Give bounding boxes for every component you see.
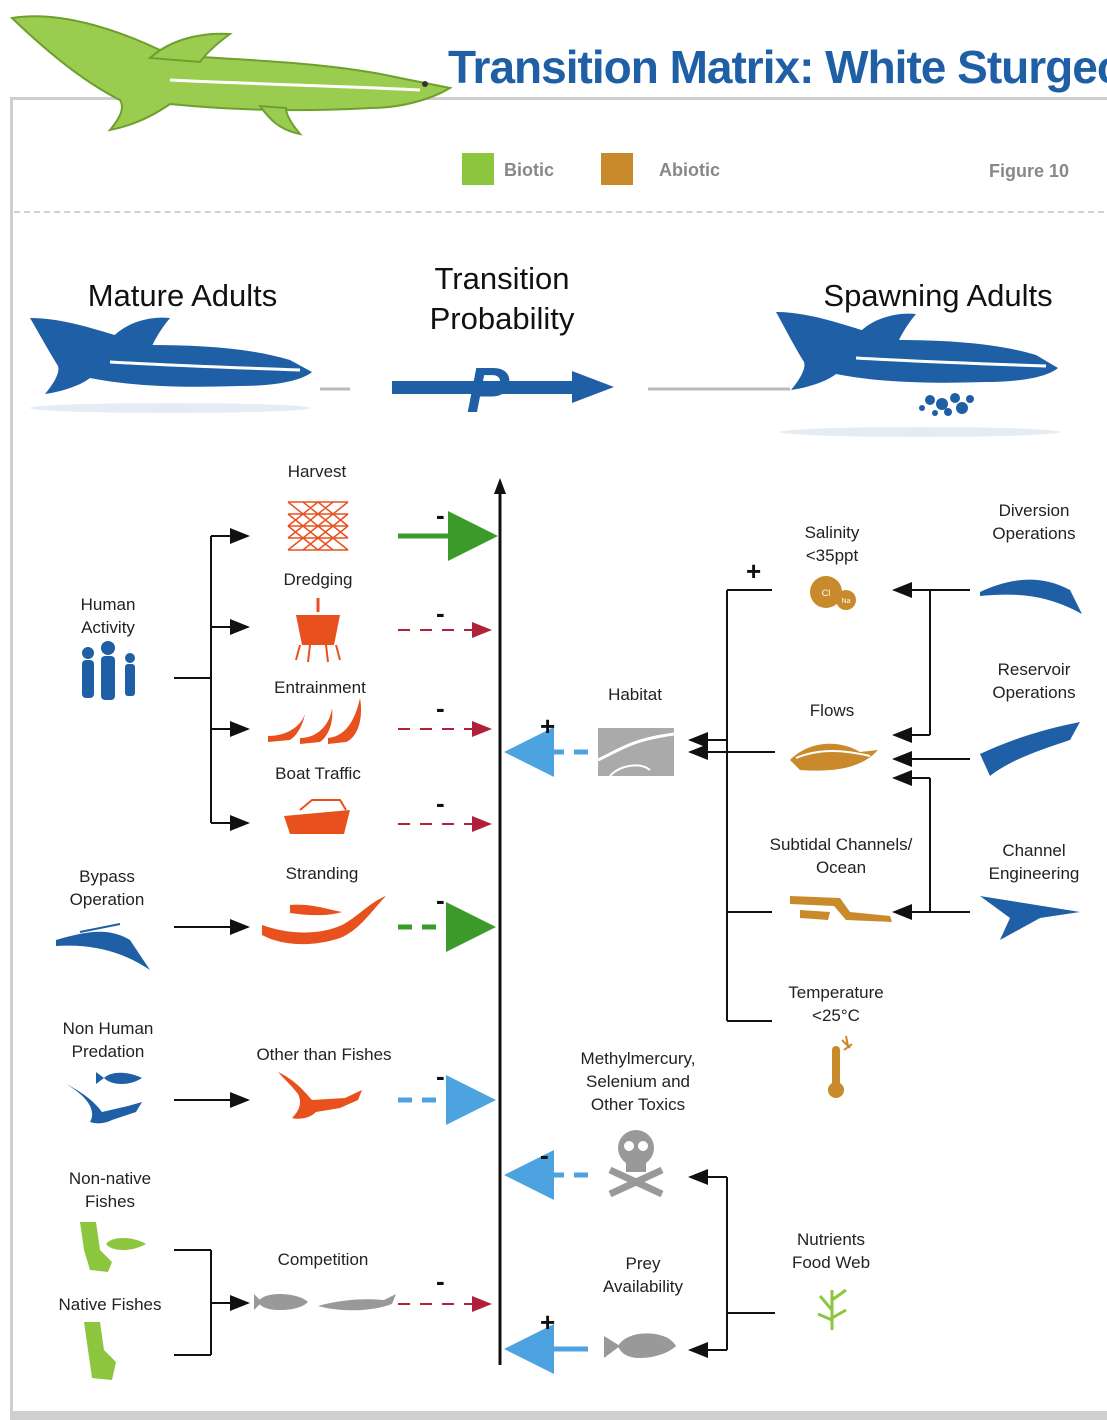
- other-than-fishes-label: Other than Fishes: [256, 1045, 392, 1064]
- habitat-map-icon: [597, 728, 675, 777]
- channel-engineering-label: Channel Engineering: [988, 841, 1080, 883]
- bird-icon: [278, 1072, 362, 1119]
- dredging-bucket-icon: [295, 598, 341, 663]
- page-title: Transition Matrix: White Sturgeon: [448, 41, 1107, 93]
- entrainment-label: Entrainment: [274, 678, 366, 697]
- toxics-sign: -: [540, 1140, 549, 1170]
- harvest-net-icon: [287, 501, 349, 551]
- competition-fish-icons: [254, 1294, 396, 1311]
- competition-sign: -: [436, 1266, 445, 1296]
- central-axis-arrowhead: [494, 478, 506, 494]
- native-fish-map-icon: [84, 1322, 116, 1380]
- bottom-rule: [10, 1411, 1107, 1420]
- human-activity-label: Human Activity: [80, 595, 136, 637]
- diversion-weir-icon: [980, 579, 1082, 614]
- harvest-sign: -: [436, 500, 445, 530]
- predator-bird-fish-icon: [66, 1072, 142, 1124]
- svg-text:Na: Na: [842, 598, 851, 605]
- prey-fish-icon: [604, 1333, 676, 1358]
- flows-icon: [790, 743, 878, 771]
- boat-traffic-sign: -: [436, 788, 445, 818]
- salinity-sign: +: [746, 556, 762, 586]
- stranding-label: Stranding: [285, 864, 359, 883]
- dredging-sign: -: [436, 598, 445, 628]
- non-native-fishes-label: Non-native Fishes: [68, 1169, 152, 1211]
- boat-icon: [284, 799, 350, 834]
- competition-label: Competition: [277, 1250, 369, 1269]
- bypass-weir-icon: [56, 923, 150, 970]
- non-human-predation-label: Non Human Predation: [62, 1019, 154, 1061]
- channel-engineering-icon: [980, 896, 1080, 940]
- reservoir-dam-icon: [980, 722, 1080, 776]
- stage-from-label: Mature Adults: [87, 278, 278, 313]
- salinity-icon: Cl Na: [810, 576, 856, 610]
- habitat-sign: +: [540, 711, 556, 741]
- legend-biotic-swatch: [462, 153, 494, 185]
- thermometer-icon: [828, 1035, 853, 1098]
- prey-sign: +: [540, 1307, 556, 1337]
- legend-biotic-label: Biotic: [504, 160, 555, 180]
- food-web-plant-icon: [817, 1288, 847, 1330]
- header-divider: [14, 211, 1104, 213]
- spawning-adult-sturgeon-icon: [776, 312, 1060, 437]
- right-connectors: [688, 582, 970, 1358]
- non-native-fish-map-icon: [80, 1222, 146, 1272]
- stranding-sign: -: [436, 885, 445, 915]
- boat-traffic-label: Boat Traffic: [275, 764, 361, 783]
- entrainment-sign: -: [436, 693, 445, 723]
- header-sturgeon-icon: [9, 15, 453, 136]
- stranding-fish-icon: [262, 896, 386, 945]
- prey-availability-label: Prey Availability: [602, 1254, 683, 1296]
- figure-frame: [10, 97, 1107, 1418]
- habitat-label: Habitat: [608, 685, 662, 704]
- svg-text:Cl: Cl: [822, 588, 831, 598]
- legend-abiotic-label: Abiotic: [659, 160, 720, 180]
- salinity-label: Salinity <35ppt: [804, 523, 860, 565]
- mature-adult-sturgeon-icon: [30, 317, 312, 413]
- reservoir-operations-label: Reservoir Operations: [992, 660, 1076, 702]
- dredging-label: Dredging: [283, 570, 353, 589]
- diversion-operations-label: Diversion Operations: [992, 501, 1076, 543]
- legend-abiotic-swatch: [601, 153, 633, 185]
- toxics-label: Methylmercury, Selenium and Other Toxics: [580, 1049, 696, 1114]
- human-activity-bracket: [174, 528, 250, 1356]
- other-than-fishes-sign: -: [436, 1061, 445, 1091]
- subtidal-channels-icon: [790, 896, 892, 922]
- subtidal-channels-label: Subtidal Channels/ Ocean: [769, 835, 913, 877]
- flows-label: Flows: [809, 701, 855, 720]
- p-symbol: P: [467, 354, 510, 426]
- harvest-label: Harvest: [287, 462, 347, 481]
- transition-probability-arrow: P: [392, 354, 614, 426]
- bypass-operation-label: Bypass Operation: [69, 867, 145, 909]
- nutrients-food-web-label: Nutrients Food Web: [791, 1230, 871, 1272]
- native-fishes-label: Native Fishes: [58, 1295, 162, 1314]
- entrainment-waves-icon: [268, 698, 362, 744]
- skull-crossbones-icon: [608, 1130, 664, 1198]
- stage-center-label: Transition Probability: [429, 261, 575, 337]
- figure-label: Figure 10: [989, 161, 1070, 181]
- people-icon: [82, 641, 135, 700]
- temperature-label: Temperature <25°C: [788, 983, 884, 1025]
- stage-to-label: Spawning Adults: [823, 278, 1053, 313]
